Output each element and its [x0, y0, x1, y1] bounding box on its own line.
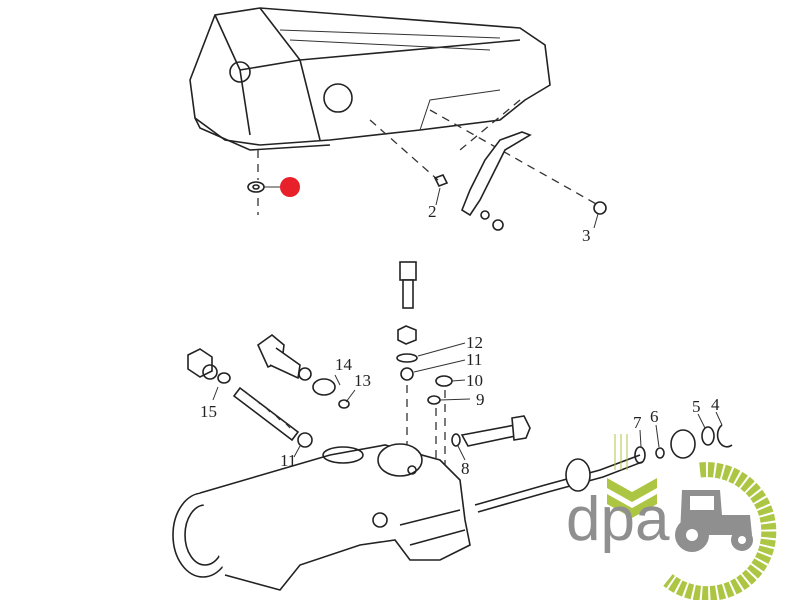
callout-6: 6	[650, 407, 659, 426]
callout-11-lower: 11	[280, 451, 296, 470]
tractor-icon	[675, 490, 753, 552]
callout-5: 5	[692, 397, 701, 416]
callout-4: 4	[711, 395, 720, 414]
bolt	[396, 261, 418, 381]
bracket-link	[433, 131, 607, 231]
highlight-dot	[280, 177, 300, 197]
leader-lines	[212, 342, 471, 458]
callout-10: 10	[466, 371, 483, 390]
callout-9: 9	[476, 390, 485, 409]
filter-screen	[232, 386, 313, 448]
callout-15: 15	[200, 402, 217, 421]
gear-ring-icon	[663, 462, 777, 600]
callout-8: 8	[461, 459, 470, 478]
callout-13: 13	[354, 371, 371, 390]
callout-11: 11	[466, 350, 482, 369]
callout-14: 14	[335, 355, 353, 374]
callout-12: 12	[466, 333, 483, 352]
wheat-icon	[607, 434, 657, 518]
small-washers	[427, 375, 453, 470]
logo-text: dpa	[566, 485, 670, 554]
dpa-logo: dpa	[566, 434, 777, 600]
callout-7: 7	[633, 413, 642, 432]
plug-15	[187, 348, 231, 384]
callout-3: 3	[582, 226, 591, 245]
washer-highlighted	[247, 177, 300, 197]
lift-housing	[189, 7, 551, 151]
callout-2: 2	[428, 202, 437, 221]
valve-body	[172, 443, 471, 591]
pressure-valve	[256, 333, 350, 409]
pin-bolt	[451, 415, 531, 461]
spool-assembly	[474, 411, 733, 513]
